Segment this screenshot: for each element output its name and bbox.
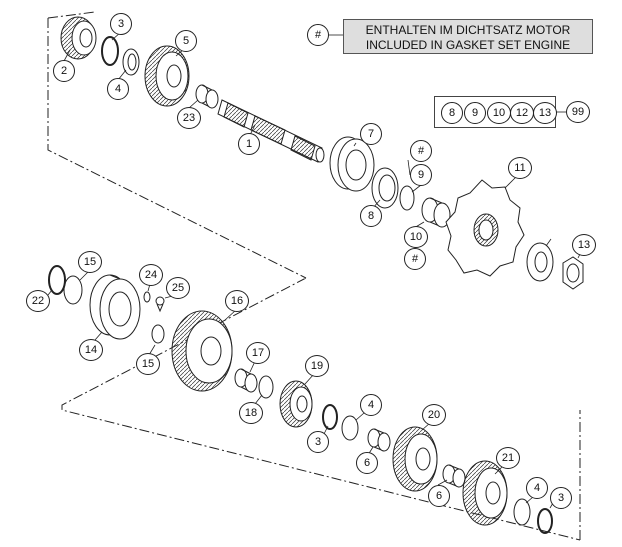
washer-4-lower — [513, 498, 531, 526]
callout-25: 25 — [166, 277, 190, 299]
kit-box: 8 9 10 12 13 — [434, 96, 557, 128]
callout-3-middle: 3 — [307, 431, 329, 453]
circlip-3-middle — [322, 404, 338, 430]
callout-hash-top: # — [410, 140, 432, 162]
circlip-3-top — [101, 36, 119, 66]
kit-member-9: 9 — [464, 102, 486, 124]
legend-box: ENTHALTEN IM DICHTSATZ MOTOR INCLUDED IN… — [343, 19, 593, 54]
callout-15-top: 15 — [78, 251, 102, 273]
kit-member-8: 8 — [441, 102, 463, 124]
callout-20: 20 — [422, 404, 446, 426]
bearing-14 — [89, 274, 141, 340]
gear-5 — [144, 45, 190, 107]
callout-4-top: 4 — [107, 78, 129, 100]
bearing-7 — [329, 136, 375, 192]
washer-18 — [258, 375, 274, 399]
gear-19 — [279, 380, 313, 428]
callout-18: 18 — [239, 402, 263, 424]
washer-12 — [526, 242, 554, 282]
frame-line — [47, 11, 581, 541]
gear-20 — [392, 426, 438, 492]
callout-5: 5 — [175, 30, 197, 52]
callout-4-middle: 4 — [360, 394, 382, 416]
legend-line-1: ENTHALTEN IM DICHTSATZ MOTOR — [365, 23, 571, 37]
callout-2: 2 — [53, 60, 75, 82]
bushing-17 — [234, 368, 258, 393]
gear-21 — [462, 460, 508, 526]
sprocket-11 — [445, 179, 525, 277]
washer-4-middle — [341, 415, 359, 441]
callout-4-lower: 4 — [526, 477, 548, 499]
callout-21: 21 — [496, 447, 520, 469]
seal-8 — [371, 167, 399, 209]
callout-11: 11 — [508, 157, 532, 179]
callout-6-middle: 6 — [356, 452, 378, 474]
washer-4-top — [122, 48, 140, 76]
gear-16 — [171, 310, 233, 392]
callout-7: 7 — [360, 123, 382, 145]
callout-6-lower: 6 — [428, 485, 450, 507]
kit-member-13: 13 — [533, 102, 557, 124]
kit-member-12: 12 — [510, 102, 534, 124]
callout-3-lower: 3 — [550, 487, 572, 509]
legend-hash-symbol: # — [307, 24, 329, 46]
washer-24 — [143, 291, 151, 303]
bushing-6-lower — [442, 464, 466, 488]
callout-22: 22 — [26, 290, 50, 312]
callout-8: 8 — [360, 205, 382, 227]
circlip-3-lower — [537, 508, 553, 534]
callout-10: 10 — [404, 226, 428, 248]
callout-16: 16 — [225, 290, 249, 312]
callout-3-top: 3 — [110, 13, 132, 35]
screw-25 — [155, 296, 165, 313]
callout-17: 17 — [246, 342, 270, 364]
o-ring-9 — [399, 185, 415, 211]
gear-2 — [60, 16, 97, 60]
callout-23: 23 — [177, 107, 201, 129]
legend-line-2: INCLUDED IN GASKET SET ENGINE — [365, 38, 571, 52]
kit-member-10: 10 — [487, 102, 511, 124]
washer-22 — [48, 265, 66, 295]
callout-15-bottom: 15 — [136, 353, 160, 375]
callout-19: 19 — [305, 355, 329, 377]
nut-13 — [562, 256, 584, 290]
bushing-6-middle — [367, 428, 391, 452]
callout-14: 14 — [79, 339, 103, 361]
spacer-10 — [421, 197, 451, 228]
callout-24: 24 — [139, 264, 163, 286]
callout-9: 9 — [410, 164, 432, 186]
kit-result-99: 99 — [566, 101, 590, 123]
washer-15-left — [63, 275, 83, 305]
callout-13: 13 — [572, 234, 596, 256]
bushing-23 — [195, 84, 219, 109]
callout-1: 1 — [238, 133, 260, 155]
shaft-1 — [217, 99, 325, 163]
washer-15-right — [151, 324, 165, 344]
callout-hash-bottom: # — [404, 248, 426, 270]
